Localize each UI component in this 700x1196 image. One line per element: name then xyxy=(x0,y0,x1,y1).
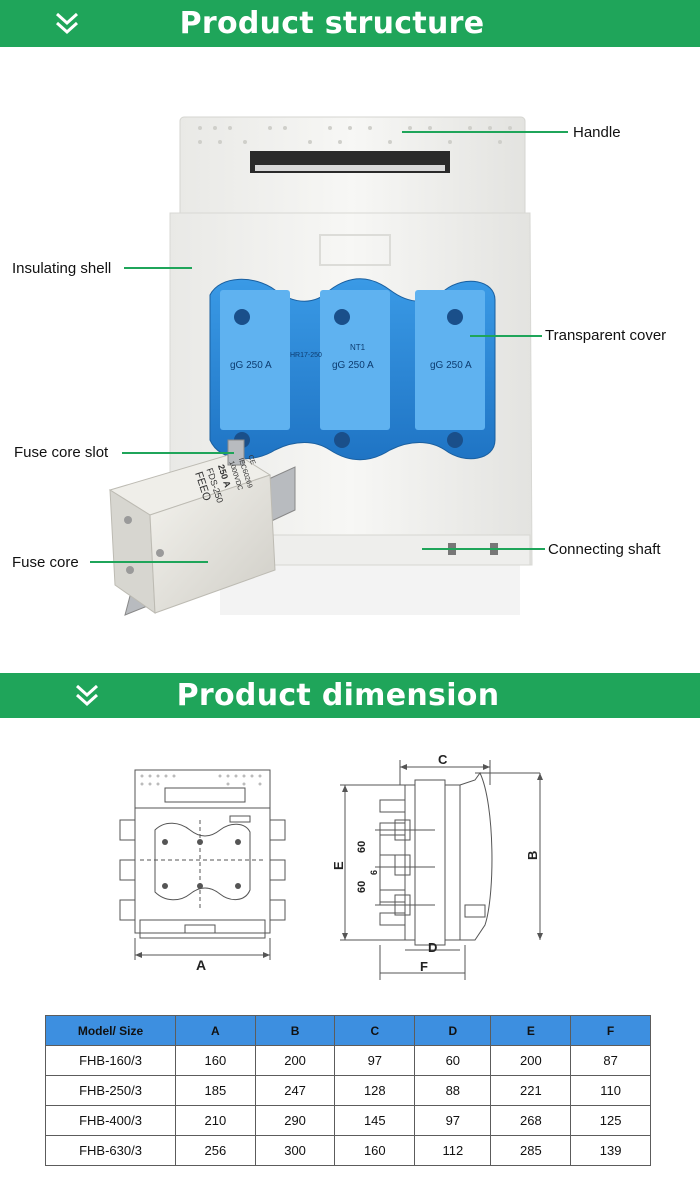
double-chevron-down-icon xyxy=(55,12,79,35)
cell-model: FHB-630/3 xyxy=(45,1135,176,1166)
section-title-dimension: Product dimension xyxy=(176,678,500,713)
fuse-carriers xyxy=(220,290,485,430)
dimension-table: Model/ Size A B C D E F FHB-160/3 160 20… xyxy=(45,1015,651,1166)
cartridge-model: HR17-250 xyxy=(290,352,322,359)
table-row: FHB-400/3 210 290 145 97 268 125 xyxy=(45,1105,651,1136)
cell-a: 210 xyxy=(175,1105,256,1136)
section-title-structure: Product structure xyxy=(179,6,485,41)
cell-d: 60 xyxy=(414,1045,492,1076)
double-chevron-down-icon xyxy=(75,684,99,707)
cell-f: 110 xyxy=(570,1075,651,1106)
cell-model: FHB-160/3 xyxy=(45,1045,176,1076)
cell-e: 268 xyxy=(490,1105,572,1136)
handle-grip-dots xyxy=(198,126,512,144)
section-banner-dimension: Product dimension xyxy=(0,673,700,718)
fuse-ce-mark: CE xyxy=(246,454,256,466)
callout-fuse-core-slot: Fuse core slot xyxy=(14,444,109,461)
cartridge-label-2: gG 250 A xyxy=(332,360,374,371)
cartridge-label-3: gG 250 A xyxy=(430,360,472,371)
dimension-label-gap: 6 xyxy=(369,870,379,875)
cell-model: FHB-400/3 xyxy=(45,1105,176,1136)
column-header-a: A xyxy=(175,1015,256,1046)
dimension-label-pitch-bottom: 60 xyxy=(356,881,368,893)
front-view-drawing: A xyxy=(119,769,286,973)
cell-d: 88 xyxy=(414,1075,492,1106)
leader-insulating-shell xyxy=(124,267,192,269)
cell-f: 87 xyxy=(570,1045,651,1076)
cell-b: 200 xyxy=(255,1045,336,1076)
cell-model: FHB-250/3 xyxy=(45,1075,176,1106)
dimension-label-d: D xyxy=(428,940,437,955)
column-header-f: F xyxy=(570,1015,651,1046)
cell-a: 256 xyxy=(175,1135,256,1166)
cartridge-tag: NT1 xyxy=(350,343,366,352)
leader-transparent-cover xyxy=(470,335,542,337)
cell-b: 247 xyxy=(255,1075,336,1106)
cell-d: 112 xyxy=(414,1135,492,1166)
column-header-c: C xyxy=(334,1015,416,1046)
table-row: FHB-630/3 256 300 160 112 285 139 xyxy=(45,1135,651,1166)
cell-b: 300 xyxy=(255,1135,336,1166)
table-header-row: Model/ Size A B C D E F xyxy=(45,1015,651,1046)
dimension-label-c: C xyxy=(438,752,448,767)
cell-c: 97 xyxy=(334,1045,416,1076)
column-header-d: D xyxy=(414,1015,492,1046)
product-structure-illustration: gG 250 A gG 250 A gG 250 A NT1 HR17-250 … xyxy=(108,116,533,616)
fuse-core-part: FEEO FDS-250 250 A 1000VDC IEC60269 CE xyxy=(108,439,296,616)
cell-c: 145 xyxy=(334,1105,416,1136)
cell-f: 139 xyxy=(570,1135,651,1166)
column-header-model: Model/ Size xyxy=(45,1015,176,1046)
cell-b: 290 xyxy=(255,1105,336,1136)
section-banner-structure: Product structure xyxy=(0,0,700,47)
dimension-label-pitch-top: 60 xyxy=(356,841,368,853)
column-header-e: E xyxy=(490,1015,572,1046)
cell-d: 97 xyxy=(414,1105,492,1136)
cell-e: 221 xyxy=(490,1075,572,1106)
callout-connecting-shaft: Connecting shaft xyxy=(548,541,661,558)
leader-handle xyxy=(402,131,568,133)
dimension-label-a: A xyxy=(196,957,206,973)
table-row: FHB-160/3 160 200 97 60 200 87 xyxy=(45,1045,651,1076)
cell-c: 160 xyxy=(334,1135,416,1166)
callout-handle: Handle xyxy=(573,124,621,141)
cell-e: 200 xyxy=(490,1045,572,1076)
leader-fuse-core-slot xyxy=(122,452,234,454)
table-row: FHB-250/3 185 247 128 88 221 110 xyxy=(45,1075,651,1106)
cell-a: 160 xyxy=(175,1045,256,1076)
callout-fuse-core: Fuse core xyxy=(12,554,79,571)
column-header-b: B xyxy=(254,1015,336,1046)
cell-c: 128 xyxy=(334,1075,416,1106)
contact-screws xyxy=(234,309,463,448)
callout-transparent-cover: Transparent cover xyxy=(545,327,667,344)
cell-e: 285 xyxy=(490,1135,572,1166)
cell-a: 185 xyxy=(175,1075,256,1106)
connecting-shaft-part xyxy=(269,534,531,566)
dimension-label-e: E xyxy=(331,861,346,870)
leader-connecting-shaft xyxy=(422,548,545,550)
cell-f: 125 xyxy=(570,1105,651,1136)
side-view-drawing: C B E 60 60 6 D F xyxy=(331,752,543,980)
cartridge-label-1: gG 250 A xyxy=(230,360,272,371)
callout-insulating-shell: Insulating shell xyxy=(12,260,112,277)
dimension-label-b: B xyxy=(525,851,540,860)
dimension-label-f: F xyxy=(420,959,428,974)
leader-fuse-core xyxy=(90,561,208,563)
floor-reflection xyxy=(220,565,520,615)
